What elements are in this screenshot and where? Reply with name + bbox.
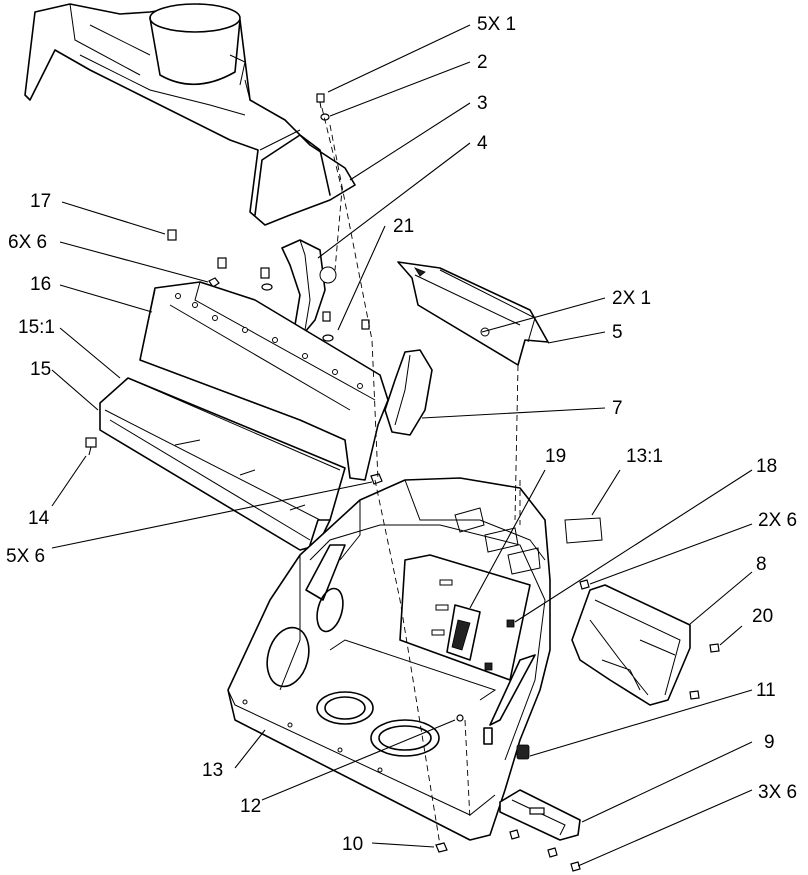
callout-6x6: 6X 6 xyxy=(8,232,47,253)
bolt-14 xyxy=(85,437,97,456)
switch-11 xyxy=(516,744,530,760)
callout-13-1: 13:1 xyxy=(626,446,663,467)
leader-lines xyxy=(51,24,753,867)
guard-8 xyxy=(571,584,691,706)
control-bracket-5 xyxy=(397,261,549,366)
washer-6 xyxy=(261,283,273,291)
callout-17: 17 xyxy=(30,191,51,212)
callout-15: 15 xyxy=(30,359,51,380)
callout-8: 8 xyxy=(756,554,767,575)
callout-5x1: 5X 1 xyxy=(477,14,516,35)
bolt-1 xyxy=(316,93,325,109)
callout-18: 18 xyxy=(756,456,777,477)
nut-5x6 xyxy=(370,473,383,485)
callout-19: 19 xyxy=(545,446,566,467)
callout-15-1: 15:1 xyxy=(18,317,55,338)
callout-3: 3 xyxy=(477,93,488,114)
nut-3x6-c xyxy=(570,861,581,872)
callout-20: 20 xyxy=(752,606,773,627)
callout-10: 10 xyxy=(342,834,363,855)
nut-3x6-b xyxy=(547,847,558,858)
callout-21: 21 xyxy=(393,216,414,237)
callout-11: 11 xyxy=(756,680,776,701)
discharge-chute-assembly xyxy=(24,3,356,226)
scraper-bar-16 xyxy=(139,281,389,481)
callout-9: 9 xyxy=(764,732,775,753)
bolt-17 xyxy=(167,229,177,241)
callout-labels: 5X 1 2 3 4 17 21 6X 6 16 2X 1 5 15:1 15 … xyxy=(6,14,797,855)
callout-2x6: 2X 6 xyxy=(758,510,797,531)
nut-10 xyxy=(435,842,448,853)
callout-7: 7 xyxy=(612,398,623,419)
nut-20-a xyxy=(709,643,720,653)
nut-20-b xyxy=(689,690,700,700)
latch-9 xyxy=(499,789,581,841)
callout-2: 2 xyxy=(477,52,488,73)
bracket-4 xyxy=(281,239,337,333)
nut-2x6 xyxy=(579,579,590,590)
callout-5: 5 xyxy=(612,322,623,343)
side-plate-7 xyxy=(384,349,433,436)
callout-2x1: 2X 1 xyxy=(612,288,651,309)
screw-6-b xyxy=(260,267,270,279)
nut-3x6-a xyxy=(509,829,520,840)
alignment-lines xyxy=(321,107,521,846)
callout-3x6: 3X 6 xyxy=(758,782,797,803)
callout-13: 13 xyxy=(202,760,223,781)
screw-21-a xyxy=(322,311,331,322)
screw-21-b xyxy=(361,319,370,330)
callout-12: 12 xyxy=(240,796,261,817)
screw-6-a xyxy=(217,257,227,269)
callout-14: 14 xyxy=(28,508,50,529)
callout-4: 4 xyxy=(477,133,488,154)
housing-13 xyxy=(227,477,603,841)
callout-5x6: 5X 6 xyxy=(6,546,45,567)
washer-21 xyxy=(322,334,334,342)
callout-16: 16 xyxy=(30,274,51,295)
